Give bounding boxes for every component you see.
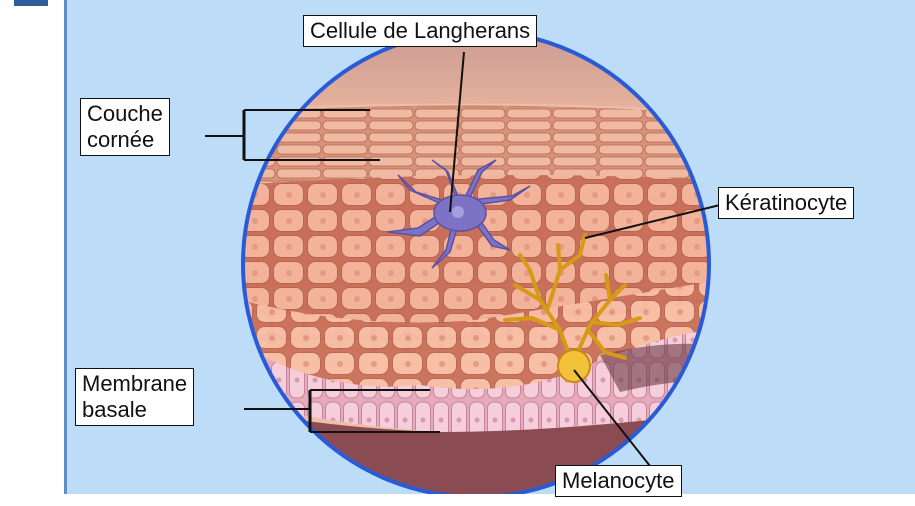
label-couche-cornee: Couche cornée xyxy=(80,98,170,156)
label-keratinocyte: Kératinocyte xyxy=(718,187,854,219)
melanocyte-body xyxy=(558,350,590,382)
label-melanocyte: Melanocyte xyxy=(555,465,682,497)
label-cellule-de-langherans: Cellule de Langherans xyxy=(303,15,537,47)
bottom-margin xyxy=(0,494,915,506)
label-membrane-basale: Membrane basale xyxy=(75,368,194,426)
